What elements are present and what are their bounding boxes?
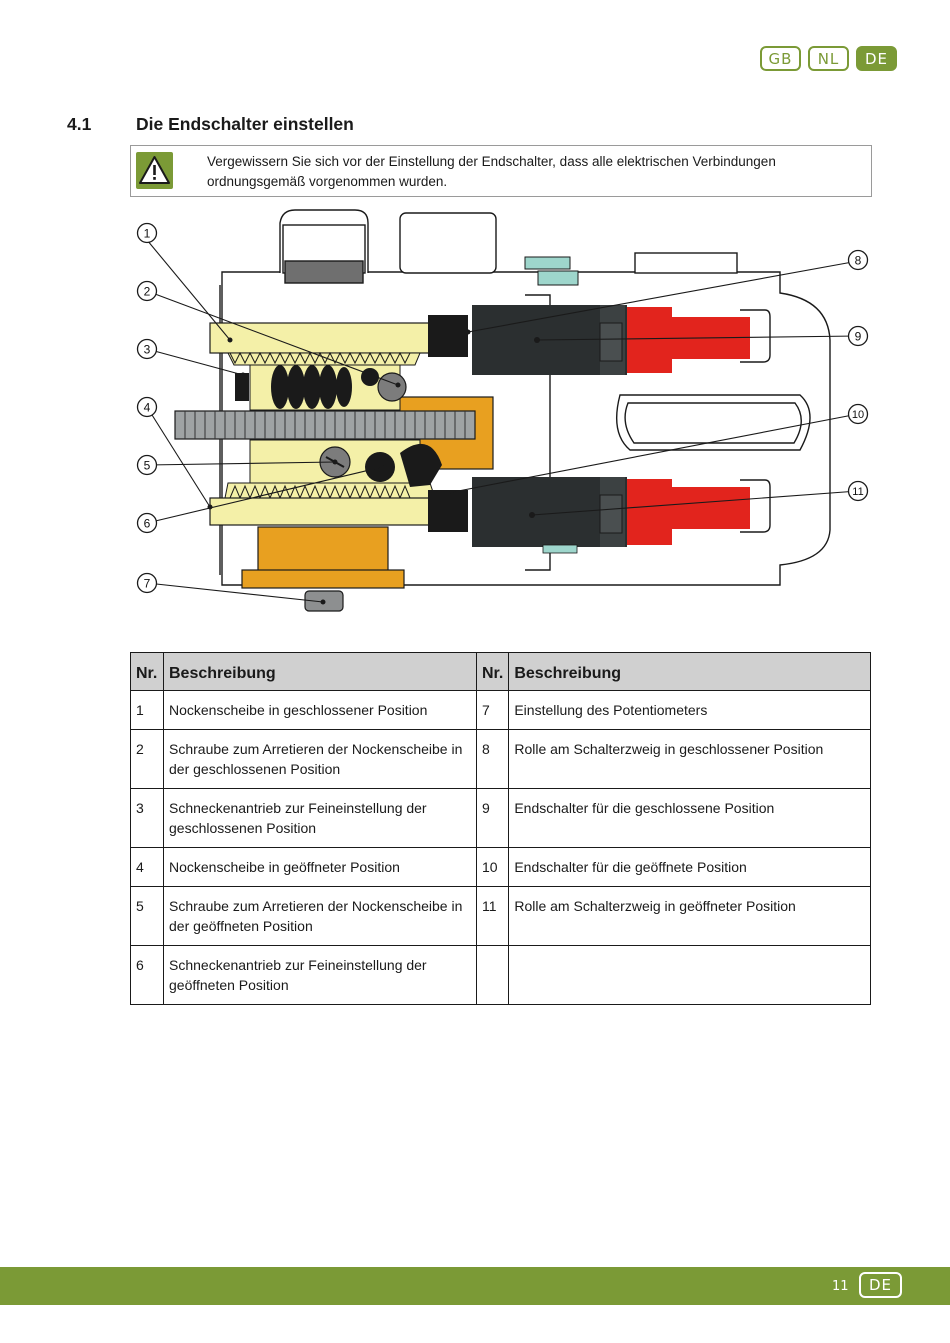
cell-description [508, 945, 871, 1005]
cell-nr [475, 945, 510, 1005]
callout-label: 8 [855, 254, 862, 268]
cell-nr: 11 [475, 886, 510, 946]
column-header-nr: Nr. [475, 652, 510, 691]
callout-label: 10 [852, 409, 864, 421]
page-number: 11 [832, 1279, 849, 1294]
callout-label: 11 [852, 486, 863, 498]
callout-2: 2 [136, 280, 158, 302]
cell-nr: 8 [475, 729, 510, 789]
switch-open [428, 477, 750, 547]
cell-description: Schraube zum Arretieren der Nockenscheib… [163, 729, 477, 789]
legend-table: Nr. Beschreibung Nr. Beschreibung 1 Nock… [130, 652, 871, 1005]
cell-nr: 10 [475, 847, 510, 887]
footer-language-badge: DE [859, 1272, 902, 1298]
cell-description: Schraube zum Arretieren der Nockenscheib… [163, 886, 477, 946]
section-title: Die Endschalter einstellen [136, 114, 354, 134]
table-row: 6 Schneckenantrieb zur Feineinstellung d… [130, 945, 871, 1005]
cell-description: Rolle am Schalterzweig in geöffneter Pos… [508, 886, 871, 946]
warning-triangle-icon [136, 152, 173, 189]
cell-description: Rolle am Schalterzweig in geschlossener … [508, 729, 871, 789]
callout-label: 4 [144, 401, 151, 415]
cam-closed [209, 322, 441, 411]
warning-box: Vergewissern Sie sich vor der Einstellun… [130, 145, 872, 197]
callout-4: 4 [136, 396, 158, 418]
cell-description: Schneckenantrieb zur Feineinstellung der… [163, 788, 477, 848]
cell-nr: 3 [130, 788, 164, 848]
footer-bar: 11 DE [0, 1267, 950, 1305]
section-number: 4.1 [67, 114, 92, 134]
column-header-description: Beschreibung [163, 652, 477, 691]
spur-gear [174, 410, 476, 440]
callout-11: 11 [847, 480, 869, 502]
column-header-nr: Nr. [130, 652, 164, 691]
cell-nr: 6 [130, 945, 164, 1005]
cell-description: Nockenscheibe in geschlossener Position [163, 690, 477, 730]
cell-nr: 7 [475, 690, 510, 730]
table-header-row: Nr. Beschreibung Nr. Beschreibung [130, 652, 871, 691]
callout-6: 6 [136, 512, 158, 534]
potentiometer [241, 526, 405, 612]
lang-tab-de[interactable]: DE [856, 46, 897, 71]
cell-description: Schneckenantrieb zur Feineinstellung der… [163, 945, 477, 1005]
callout-label: 9 [855, 330, 862, 344]
table-row: 1 Nockenscheibe in geschlossener Positio… [130, 690, 871, 730]
callout-1: 1 [136, 222, 158, 244]
cell-nr: 2 [130, 729, 164, 789]
callout-label: 2 [144, 285, 151, 299]
language-tabs: GB NL DE [760, 46, 897, 71]
callout-10: 10 [847, 403, 869, 425]
limit-switch-diagram: 1 2 3 4 5 6 7 8 9 10 11 [130, 205, 875, 625]
cell-description: Nockenscheibe in geöffneter Position [163, 847, 477, 887]
column-header-description: Beschreibung [508, 652, 871, 691]
callout-label: 5 [144, 459, 151, 473]
cell-description: Endschalter für die geschlossene Positio… [508, 788, 871, 848]
cell-nr: 9 [475, 788, 510, 848]
table-row: 2 Schraube zum Arretieren der Nockensche… [130, 729, 871, 789]
callout-9: 9 [847, 325, 869, 347]
table-row: 3 Schneckenantrieb zur Feineinstellung d… [130, 788, 871, 848]
table-row: 4 Nockenscheibe in geöffneter Position 1… [130, 847, 871, 887]
cell-nr: 5 [130, 886, 164, 946]
cell-description: Einstellung des Potentiometers [508, 690, 871, 730]
callout-8: 8 [847, 249, 869, 271]
callout-label: 7 [144, 577, 151, 591]
callout-label: 1 [144, 227, 151, 241]
lang-tab-gb[interactable]: GB [760, 46, 801, 71]
lang-tab-nl[interactable]: NL [808, 46, 849, 71]
warning-text: Vergewissern Sie sich vor der Einstellun… [207, 154, 776, 189]
callout-label: 6 [144, 517, 151, 531]
table-row: 5 Schraube zum Arretieren der Nockensche… [130, 886, 871, 946]
cell-nr: 4 [130, 847, 164, 887]
callout-label: 3 [144, 343, 151, 357]
callout-5: 5 [136, 454, 158, 476]
cell-description: Endschalter für die geöffnete Position [508, 847, 871, 887]
callout-3: 3 [136, 338, 158, 360]
cell-nr: 1 [130, 690, 164, 730]
callout-7: 7 [136, 572, 158, 594]
